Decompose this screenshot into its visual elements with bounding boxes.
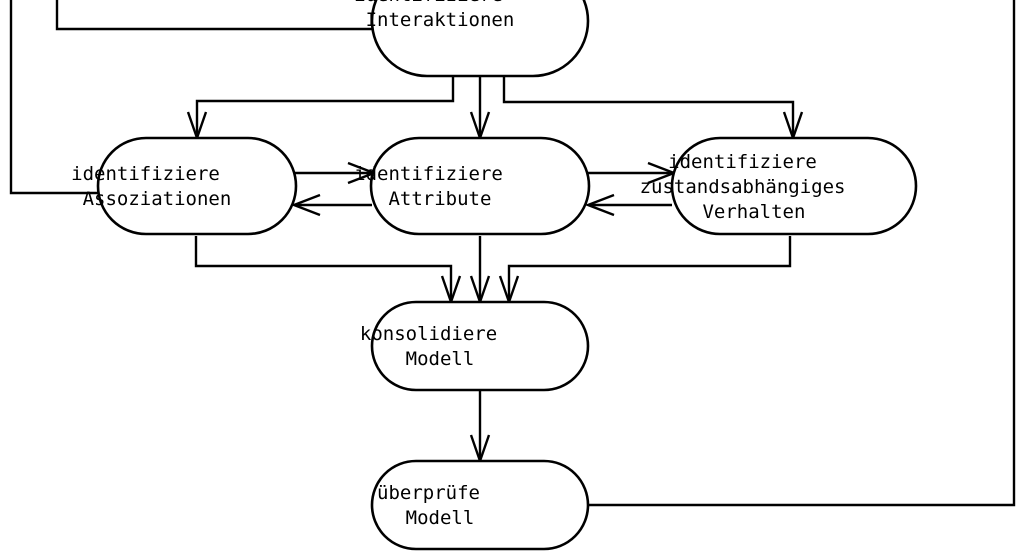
edge-interaktionen-to-assoziationen bbox=[195, 76, 455, 136]
node-label-line2: Attribute bbox=[388, 188, 491, 210]
edge-assoziationen-to-konsolidiere bbox=[194, 236, 453, 300]
node-label-assoziationen: identifiziere Assoziationen bbox=[71, 163, 323, 210]
node-konsolidiere-modell[interactable]: konsolidiere Modell bbox=[360, 300, 600, 392]
node-shape-ueberpruefe bbox=[370, 459, 590, 551]
node-label-ueberpruefe: überprüfe Modell bbox=[377, 482, 583, 529]
node-label-line1: identifiziere bbox=[354, 163, 503, 185]
node-label-konsolidiere: konsolidiere Modell bbox=[360, 323, 600, 370]
node-identifiziere-assoziationen[interactable]: identifiziere Assoziationen bbox=[71, 136, 323, 236]
node-label-interaktionen: identifiziere Interaktionen bbox=[354, 0, 606, 31]
node-shape-attribute bbox=[369, 136, 591, 236]
edge-interaktionen-to-verhalten bbox=[502, 76, 795, 136]
node-identifiziere-attribute[interactable]: identifiziere Attribute bbox=[354, 136, 606, 236]
node-shape-assoziationen bbox=[96, 136, 298, 236]
edge-ueberpruefe-feedback-right bbox=[588, 0, 1016, 507]
node-label-verhalten: identifiziere zustandsabhängiges Verhalt… bbox=[640, 151, 949, 223]
node-label-line1: identifiziere bbox=[71, 163, 220, 185]
edge-verhalten-to-konsolidiere bbox=[507, 236, 792, 300]
node-label-line1: überprüfe bbox=[377, 482, 480, 504]
node-label-line2: Assoziationen bbox=[83, 188, 232, 210]
edge-feedback-to-assoziationen-left bbox=[9, 0, 100, 195]
node-label-line3: Verhalten bbox=[702, 201, 805, 223]
node-label-line2: Modell bbox=[406, 507, 475, 529]
arrowhead-verhalten-to-attribute bbox=[584, 193, 615, 217]
node-shape-verhalten bbox=[670, 136, 918, 236]
node-label-attribute: identifiziere Attribute bbox=[354, 163, 606, 210]
edge-feedback-to-interaktionen-left bbox=[55, 0, 374, 31]
node-identifiziere-interaktionen[interactable]: identifiziere Interaktionen bbox=[354, 0, 606, 78]
node-label-line2: Modell bbox=[406, 348, 475, 370]
arrowhead-attribute-to-assoziationen bbox=[290, 193, 321, 217]
node-shape-interaktionen bbox=[370, 0, 590, 78]
node-label-line1: identifiziere bbox=[354, 0, 503, 6]
node-identifiziere-zustandsabhaengiges-verhalten[interactable]: identifiziere zustandsabhängiges Verhalt… bbox=[640, 136, 949, 236]
node-label-line1: identifiziere bbox=[668, 151, 817, 173]
node-label-line2: Interaktionen bbox=[366, 9, 515, 31]
node-label-line2: zustandsabhängiges bbox=[640, 176, 846, 198]
node-shape-konsolidiere bbox=[370, 300, 590, 392]
node-label-line1: konsolidiere bbox=[360, 323, 497, 345]
node-ueberpruefe-modell[interactable]: überprüfe Modell bbox=[370, 459, 590, 551]
